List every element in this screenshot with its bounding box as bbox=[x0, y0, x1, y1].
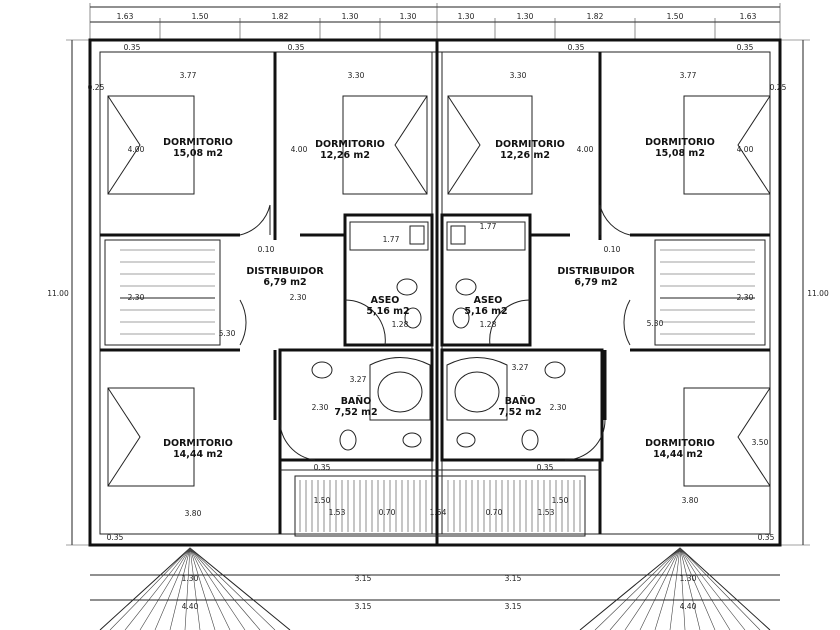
dim-400-d: 4.00 bbox=[737, 145, 754, 154]
dim-230-a: 2.30 bbox=[128, 293, 145, 302]
stairs bbox=[120, 249, 755, 335]
terrace-hatch bbox=[294, 475, 586, 537]
dim-327-r: 3.27 bbox=[512, 363, 529, 372]
dim-230-e: 2.30 bbox=[550, 403, 567, 412]
top-dim-10: 1.63 bbox=[740, 12, 757, 21]
top-dim-7: 1.30 bbox=[517, 12, 534, 21]
room-aseo-r-area: 5,16 m2 bbox=[464, 306, 507, 317]
dim-230-d: 2.30 bbox=[312, 403, 329, 412]
dim-070-r: 0.70 bbox=[486, 508, 503, 517]
dim-315-d: 3.15 bbox=[505, 602, 522, 611]
room-bano-l-name: BAÑO bbox=[341, 396, 372, 407]
dim-380-l: 3.80 bbox=[185, 509, 202, 518]
room-dorm-tr-name: DORMITORIO bbox=[645, 137, 715, 148]
door-swings bbox=[239, 204, 631, 461]
top-dimension-chain: 1.63 1.50 1.82 1.30 1.30 1.30 1.30 1.82 … bbox=[89, 3, 781, 40]
top-dim-1: 1.63 bbox=[117, 12, 134, 21]
dim-315-b: 3.15 bbox=[505, 574, 522, 583]
room-dist-r-area: 6,79 m2 bbox=[574, 277, 617, 288]
sanitary-fixtures bbox=[311, 221, 566, 451]
room-dorm-bl-area: 14,44 m2 bbox=[173, 449, 223, 460]
dim-150-l: 1.50 bbox=[314, 496, 331, 505]
room-dorm-tcr-area: 12,26 m2 bbox=[500, 150, 550, 161]
top-dim-3: 1.82 bbox=[272, 12, 289, 21]
dim-035-h: 0.35 bbox=[758, 533, 775, 542]
dim-400-c: 4.00 bbox=[577, 145, 594, 154]
dim-177-r: 1.77 bbox=[480, 222, 497, 231]
dim-377-r: 3.77 bbox=[680, 71, 697, 80]
dim-440-r: 4.40 bbox=[680, 602, 697, 611]
room-dorm-tl-area: 15,08 m2 bbox=[173, 148, 223, 159]
room-labels: DORMITORIO 15,08 m2 DORMITORIO 12,26 m2 … bbox=[163, 137, 715, 460]
interior-dimensions: 0.35 0.35 0.35 0.35 3.77 3.30 3.30 3.77 … bbox=[88, 43, 787, 611]
room-dorm-bl-name: DORMITORIO bbox=[163, 438, 233, 449]
top-dim-5: 1.30 bbox=[400, 12, 417, 21]
dim-377-l: 3.77 bbox=[180, 71, 197, 80]
dim-130-r: 1.30 bbox=[680, 574, 697, 583]
room-bano-r-name: BAÑO bbox=[505, 396, 536, 407]
dim-025-b: 0.25 bbox=[770, 83, 787, 92]
dim-035-f: 0.35 bbox=[537, 463, 554, 472]
dim-530-r: 5.30 bbox=[647, 319, 664, 328]
room-aseo-r-name: ASEO bbox=[474, 295, 503, 306]
dim-130-l: 1.30 bbox=[182, 574, 199, 583]
top-dim-2: 1.50 bbox=[192, 12, 209, 21]
dim-400-a: 4.00 bbox=[128, 145, 145, 154]
room-dist-l-area: 6,79 m2 bbox=[263, 277, 306, 288]
dim-230-c: 2.30 bbox=[737, 293, 754, 302]
dim-315-a: 3.15 bbox=[355, 574, 372, 583]
interior-walls bbox=[100, 40, 770, 545]
left-height-dim: 11.00 bbox=[47, 289, 69, 298]
dim-128-l: 1.28 bbox=[392, 320, 409, 329]
dim-035-g: 0.35 bbox=[107, 533, 124, 542]
dim-025-a: 0.25 bbox=[88, 83, 105, 92]
room-dorm-tcr-name: DORMITORIO bbox=[495, 139, 565, 150]
room-dorm-tl-name: DORMITORIO bbox=[163, 137, 233, 148]
room-dorm-br-name: DORMITORIO bbox=[645, 438, 715, 449]
dim-380-r: 3.80 bbox=[682, 496, 699, 505]
room-dorm-tcl-area: 12,26 m2 bbox=[320, 150, 370, 161]
right-height-dim: 11.00 bbox=[807, 289, 829, 298]
dim-035-a: 0.35 bbox=[124, 43, 141, 52]
room-dorm-tr-area: 15,08 m2 bbox=[655, 148, 705, 159]
dim-440-l: 4.40 bbox=[182, 602, 199, 611]
dim-035-c: 0.35 bbox=[568, 43, 585, 52]
dim-010-b: 0.10 bbox=[604, 245, 621, 254]
dim-035-e: 0.35 bbox=[314, 463, 331, 472]
dim-230-b: 2.30 bbox=[290, 293, 307, 302]
room-dist-l-name: DISTRIBUIDOR bbox=[246, 266, 324, 277]
room-aseo-l-name: ASEO bbox=[371, 295, 400, 306]
dim-330-l: 3.30 bbox=[348, 71, 365, 80]
dim-153-r: 1.53 bbox=[538, 508, 555, 517]
dim-330-r: 3.30 bbox=[510, 71, 527, 80]
top-dim-4: 1.30 bbox=[342, 12, 359, 21]
room-dorm-br-area: 14,44 m2 bbox=[653, 449, 703, 460]
dim-153-l: 1.53 bbox=[329, 508, 346, 517]
room-bano-l-area: 7,52 m2 bbox=[334, 407, 377, 418]
room-dist-r-name: DISTRIBUIDOR bbox=[557, 266, 635, 277]
top-dim-9: 1.50 bbox=[667, 12, 684, 21]
dim-154: 1.54 bbox=[430, 508, 447, 517]
dim-010-a: 0.10 bbox=[258, 245, 275, 254]
dim-327-l: 3.27 bbox=[350, 375, 367, 384]
bay-windows bbox=[90, 547, 780, 630]
dim-035-d: 0.35 bbox=[737, 43, 754, 52]
room-dorm-tcl-name: DORMITORIO bbox=[315, 139, 385, 150]
dim-035-b: 0.35 bbox=[288, 43, 305, 52]
exterior-walls bbox=[88, 38, 782, 547]
dim-350: 3.50 bbox=[752, 438, 769, 447]
room-bano-r-area: 7,52 m2 bbox=[498, 407, 541, 418]
dim-177-l: 1.77 bbox=[383, 235, 400, 244]
dim-128-r: 1.28 bbox=[480, 320, 497, 329]
dim-315-c: 3.15 bbox=[355, 602, 372, 611]
top-dim-6: 1.30 bbox=[458, 12, 475, 21]
top-dim-8: 1.82 bbox=[587, 12, 604, 21]
beds bbox=[107, 95, 771, 487]
dim-070-l: 0.70 bbox=[379, 508, 396, 517]
dim-400-b: 4.00 bbox=[291, 145, 308, 154]
dim-530-l: 5.30 bbox=[219, 329, 236, 338]
room-aseo-l-area: 5,16 m2 bbox=[366, 306, 409, 317]
dim-150-r: 1.50 bbox=[552, 496, 569, 505]
